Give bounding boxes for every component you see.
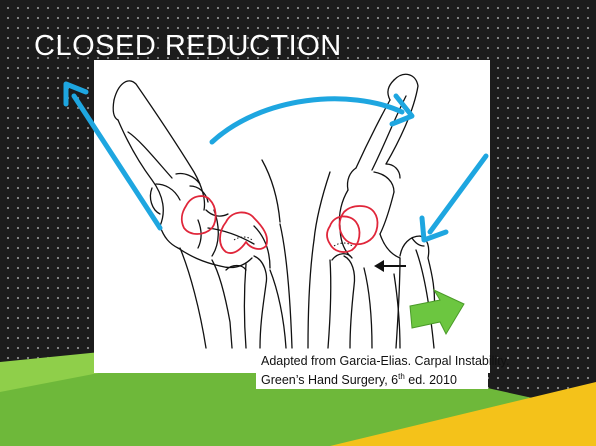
wrist-reduction-illustration (94, 60, 490, 373)
caption-line-2: Green’s Hand Surgery, 6th ed. 2010 (261, 369, 483, 388)
image-attribution-caption: Adapted from Garcia-Elias. Carpal Instab… (256, 349, 488, 389)
caption-line-1: Adapted from Garcia-Elias. Carpal Instab… (261, 353, 483, 369)
slide-title: CLOSED REDUCTION (34, 30, 342, 63)
caption-line-2-prefix: Green’s Hand Surgery, 6 (261, 373, 398, 387)
caption-line-2-suffix: ed. 2010 (405, 373, 457, 387)
small-black-arrow-icon (374, 260, 406, 272)
caption-superscript: th (398, 372, 405, 381)
